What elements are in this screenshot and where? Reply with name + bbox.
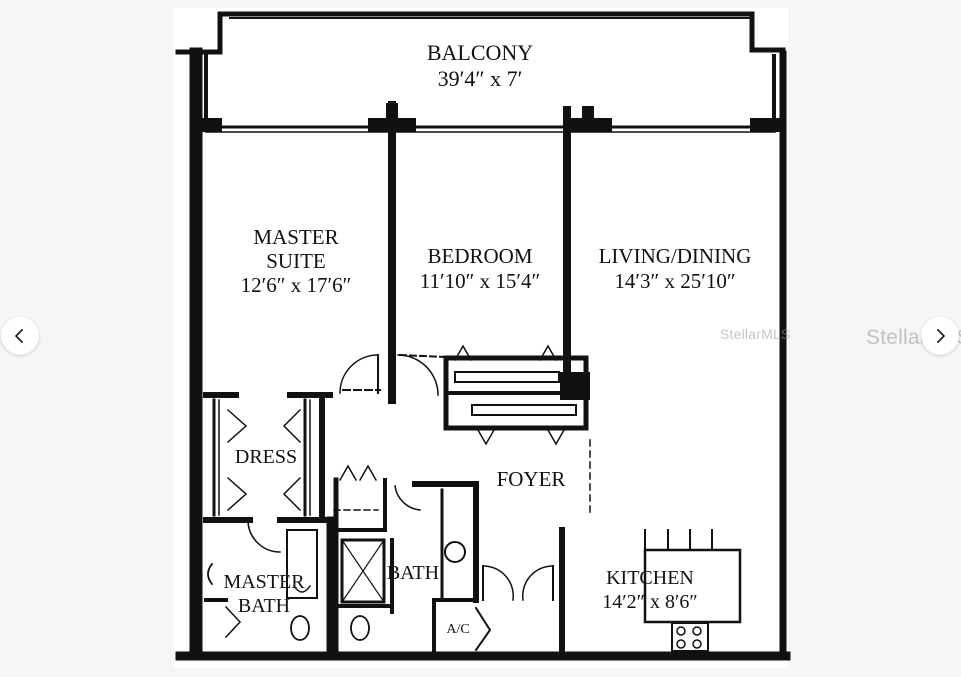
room-master-bath-name-1: MASTER	[223, 571, 305, 593]
room-master-suite-name-2: SUITE	[266, 249, 326, 273]
room-living-dining: LIVING/DINING 14′3″ x 25′10″	[576, 244, 774, 294]
chevron-left-icon	[15, 329, 23, 343]
room-master-bath-name-2: BATH	[237, 595, 291, 617]
room-bedroom-name: BEDROOM	[427, 244, 533, 268]
room-bedroom: BEDROOM 11′10″ x 15′4″	[400, 244, 560, 294]
room-master-bath: MASTER BATH	[210, 570, 318, 618]
room-balcony-name: BALCONY	[426, 40, 534, 65]
room-living-dining-size: 14′3″ x 25′10″	[614, 269, 736, 293]
room-dress: DRESS	[234, 446, 298, 468]
room-kitchen-name: KITCHEN	[606, 567, 694, 589]
room-ac: A/C	[446, 622, 470, 637]
room-master-suite-size: 12′6″ x 17′6″	[240, 273, 352, 297]
room-master-suite-name-1: MASTER	[253, 225, 339, 249]
plan-paper	[174, 8, 788, 668]
room-kitchen: KITCHEN 14′2″ x 8′6″	[588, 566, 712, 614]
walls	[175, 11, 791, 661]
previous-photo-button[interactable]	[1, 317, 39, 355]
room-balcony: BALCONY 39′4″ x 7′	[380, 40, 580, 92]
room-kitchen-size: 14′2″ x 8′6″	[602, 591, 698, 613]
room-bedroom-size: 11′10″ x 15′4″	[419, 269, 541, 293]
room-balcony-size: 39′4″ x 7′	[437, 66, 523, 91]
chevron-right-icon	[937, 329, 945, 343]
room-living-dining-name: LIVING/DINING	[598, 244, 752, 268]
next-photo-button[interactable]	[921, 317, 959, 355]
watermark-small: StellarMLS	[720, 326, 791, 342]
wall-stubs	[200, 103, 780, 400]
room-master-suite: MASTER SUITE 12′6″ x 17′6″	[212, 225, 380, 297]
room-bath: BATH	[386, 562, 440, 584]
room-foyer: FOYER	[496, 467, 566, 491]
